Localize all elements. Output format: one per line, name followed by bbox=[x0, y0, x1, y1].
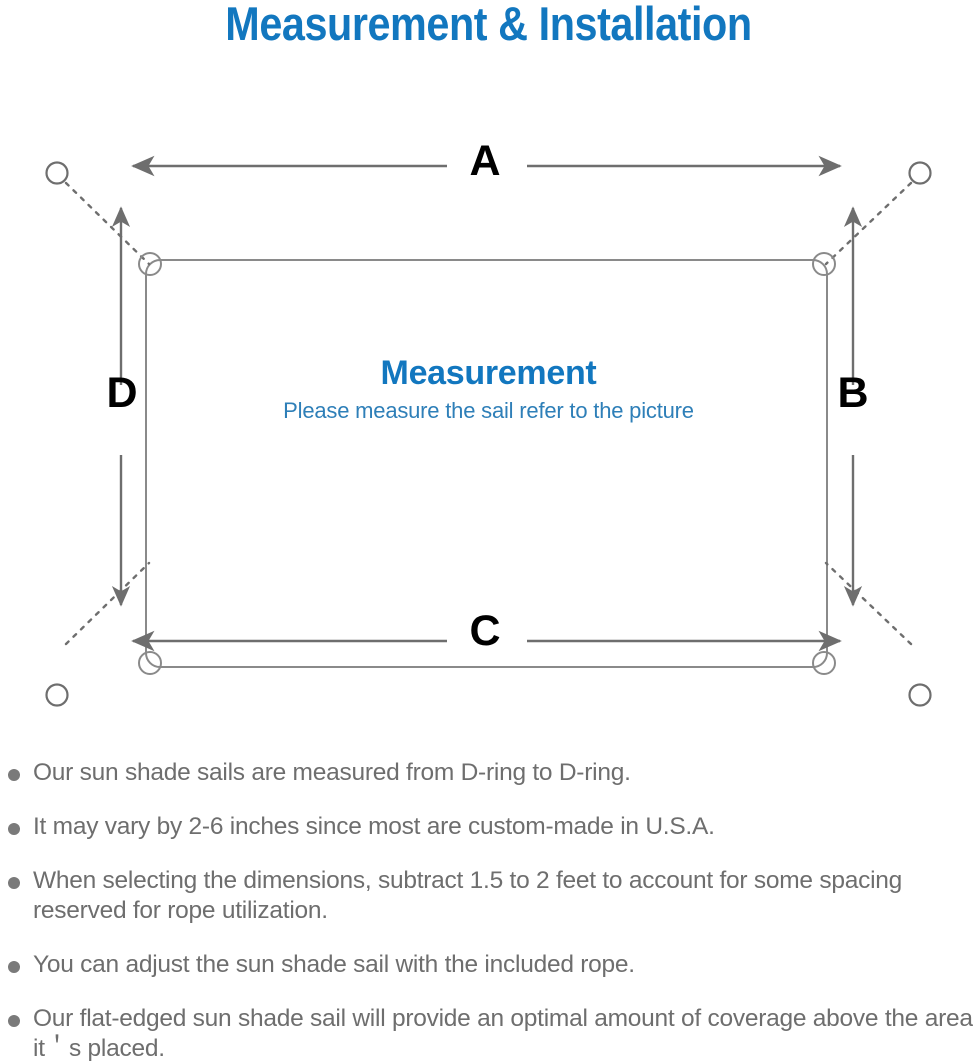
list-item: Our sun shade sails are measured from D-… bbox=[0, 758, 977, 788]
d-ring-bottom-right bbox=[812, 651, 836, 675]
sail-rectangle bbox=[145, 259, 828, 668]
d-ring-bottom-left bbox=[138, 651, 162, 675]
eyelet-top-left bbox=[45, 161, 69, 185]
rope-top-left bbox=[64, 181, 151, 266]
list-item: You can adjust the sun shade sail with t… bbox=[0, 950, 977, 980]
bullet-dot-icon bbox=[8, 1015, 20, 1027]
list-item-text: Our flat-edged sun shade sail will provi… bbox=[33, 1005, 973, 1062]
list-item-text: Our sun shade sails are measured from D-… bbox=[33, 759, 631, 786]
rope-bottom-right bbox=[824, 561, 913, 646]
list-item-text: You can adjust the sun shade sail with t… bbox=[33, 951, 635, 978]
eyelet-top-right bbox=[908, 161, 932, 185]
bullet-dot-icon bbox=[8, 769, 20, 781]
bullet-dot-icon bbox=[8, 877, 20, 889]
eyelet-bottom-left bbox=[45, 683, 69, 707]
diagram-svg bbox=[45, 155, 932, 707]
list-item: It may vary by 2-6 inches since most are… bbox=[0, 812, 977, 842]
d-ring-top-left bbox=[138, 252, 162, 276]
page-title: Measurement & Installation bbox=[225, 0, 752, 50]
rope-bottom-left bbox=[64, 561, 151, 646]
eyelet-bottom-right bbox=[908, 683, 932, 707]
notes-list: Our sun shade sails are measured from D-… bbox=[0, 758, 977, 1064]
bullet-dot-icon bbox=[8, 823, 20, 835]
d-ring-top-right bbox=[812, 252, 836, 276]
rope-top-right bbox=[824, 181, 913, 266]
list-item: Our flat-edged sun shade sail will provi… bbox=[0, 1004, 977, 1064]
measurement-diagram: Measurement Please measure the sail refe… bbox=[0, 60, 977, 740]
list-item: When selecting the dimensions, subtract … bbox=[0, 866, 977, 926]
list-item-text: It may vary by 2-6 inches since most are… bbox=[33, 813, 715, 840]
list-item-text: When selecting the dimensions, subtract … bbox=[33, 867, 903, 924]
bullet-dot-icon bbox=[8, 961, 20, 973]
